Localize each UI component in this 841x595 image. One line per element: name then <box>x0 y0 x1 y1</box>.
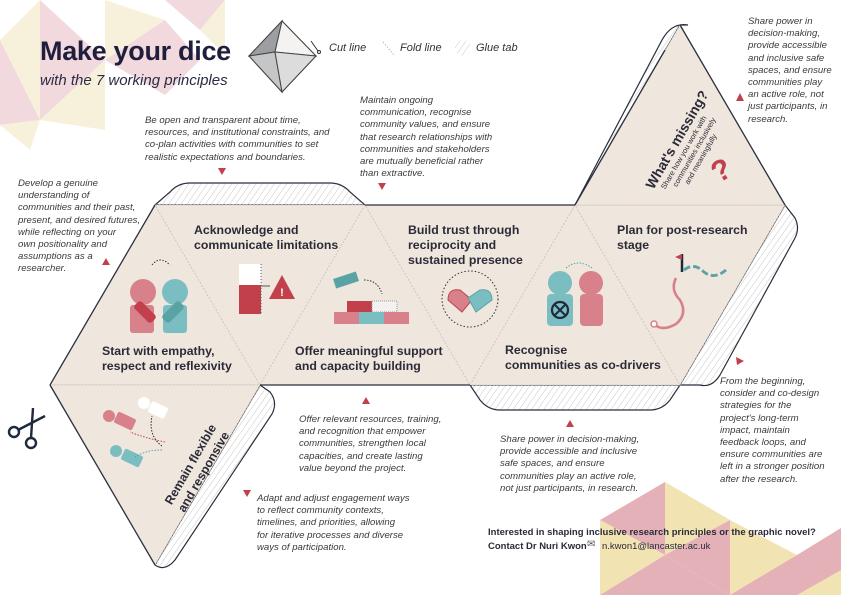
glue-tabs <box>153 23 799 569</box>
legend-fold: Fold line <box>400 42 442 54</box>
scissors-icon <box>7 407 46 450</box>
gauge-warning-icon: ! <box>239 264 295 314</box>
octahedron-icon <box>247 19 318 94</box>
two-people-hug-icon <box>130 259 188 333</box>
page-title: Make your dice <box>40 36 231 66</box>
fold-line-icon <box>382 41 395 56</box>
steering-people-icon <box>547 262 603 326</box>
legend-glue: Glue tab <box>476 42 518 54</box>
glue-tab-icon <box>455 40 471 56</box>
desc-limitations: Be open and transparent about time,resou… <box>145 115 330 163</box>
contact-prompt: Interested in shaping inclusive research… <box>488 527 816 538</box>
page-subtitle: with the 7 working principles <box>40 72 228 89</box>
pointer-arrows <box>102 93 744 497</box>
desc-support: Offer relevant resources, training,and r… <box>299 414 442 474</box>
moving-people-icon <box>103 397 169 468</box>
contact-name: Contact Dr Nuri Kwon <box>488 541 587 552</box>
handshake-icon <box>441 270 499 328</box>
desc-codrivers: Share power in decision-making,provide a… <box>500 434 640 494</box>
legend-cut: Cut line <box>329 42 367 54</box>
path-flag-icon <box>650 254 727 330</box>
face-empathy-title: Start with empathy,respect and reflexivi… <box>102 344 232 373</box>
decor-triangles-top-left <box>0 0 225 150</box>
desc-post-research: From the beginning,consider and co-desig… <box>720 376 825 485</box>
email-icon: ✉ <box>587 539 596 550</box>
cut-outline <box>49 24 786 566</box>
contact-email-link[interactable]: n.kwon1@lancaster.ac.uk <box>602 541 711 552</box>
building-blocks-icon <box>333 271 409 324</box>
decor-triangles-bottom-right <box>600 482 841 595</box>
cut-line-icon <box>310 40 321 54</box>
svg-text:!: ! <box>280 287 284 299</box>
